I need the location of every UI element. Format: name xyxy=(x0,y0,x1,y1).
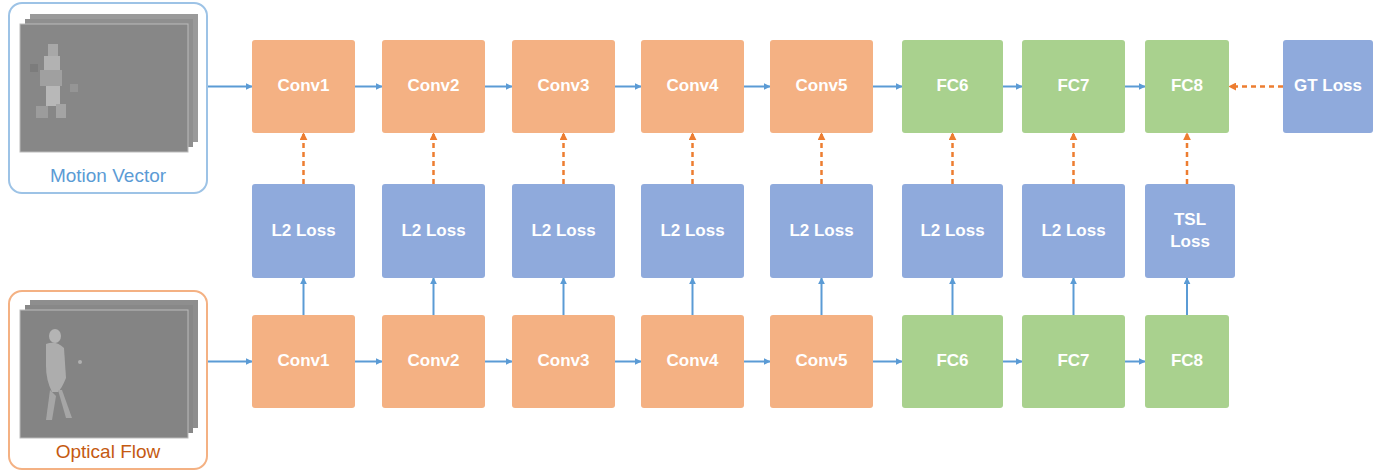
flow-arrow xyxy=(485,86,512,88)
node-label: FC6 xyxy=(926,71,978,101)
conv-layer-box: Conv5 xyxy=(770,40,873,133)
flow-arrow xyxy=(744,86,770,88)
flow-arrow xyxy=(615,86,641,88)
node-label: Optical Flow xyxy=(50,441,167,468)
loss-arrow xyxy=(562,133,565,184)
fc-layer-box: FC7 xyxy=(1022,40,1125,133)
conv-layer-box: Conv5 xyxy=(770,315,873,408)
conv-layer-box: Conv4 xyxy=(641,40,744,133)
node-label: L2 Loss xyxy=(521,216,605,246)
optical-flow-frames xyxy=(20,300,198,438)
node-label: Conv4 xyxy=(657,346,729,376)
node-label: L2 Loss xyxy=(1031,216,1115,246)
loss-arrow xyxy=(302,133,305,184)
loss-box: L2 Loss xyxy=(252,184,355,278)
conv-layer-box: Conv1 xyxy=(252,315,355,408)
fc-layer-box: FC8 xyxy=(1145,315,1229,408)
node-label: Conv2 xyxy=(398,346,470,376)
node-label: Conv1 xyxy=(268,346,340,376)
conv-layer-box: Conv2 xyxy=(382,315,485,408)
node-label: Motion Vector xyxy=(44,165,172,192)
conv-layer-box: Conv2 xyxy=(382,40,485,133)
input-panel: Motion Vector xyxy=(8,2,208,194)
loss-arrow xyxy=(1229,85,1283,88)
loss-box: L2 Loss xyxy=(641,184,744,278)
loss-arrow xyxy=(951,133,954,184)
node-label: L2 Loss xyxy=(910,216,994,246)
flow-arrow xyxy=(208,86,252,88)
flow-arrow xyxy=(873,86,902,88)
flow-arrow xyxy=(952,278,954,315)
loss-arrow xyxy=(691,133,694,184)
flow-arrow xyxy=(615,361,641,363)
flow-arrow xyxy=(433,278,435,315)
flow-arrow xyxy=(1073,278,1075,315)
motion-vector-frames xyxy=(20,14,198,152)
node-label: Conv3 xyxy=(528,346,600,376)
flow-arrow xyxy=(692,278,694,315)
conv-layer-box: Conv1 xyxy=(252,40,355,133)
loss-box: L2 Loss xyxy=(1022,184,1125,278)
flow-arrow xyxy=(1186,278,1188,315)
node-label: Conv5 xyxy=(786,346,858,376)
loss-arrow xyxy=(432,133,435,184)
flow-arrow xyxy=(355,361,382,363)
flow-arrow xyxy=(821,278,823,315)
flow-arrow xyxy=(1125,86,1145,88)
loss-box: L2 Loss xyxy=(902,184,1003,278)
fc-layer-box: FC6 xyxy=(902,40,1003,133)
conv-layer-box: Conv3 xyxy=(512,40,615,133)
flow-arrow xyxy=(355,86,382,88)
fc-layer-box: FC8 xyxy=(1145,40,1229,133)
loss-box: L2 Loss xyxy=(770,184,873,278)
node-label: L2 Loss xyxy=(650,216,734,246)
node-label: FC8 xyxy=(1161,346,1213,376)
conv-layer-box: Conv3 xyxy=(512,315,615,408)
node-label: L2 Loss xyxy=(779,216,863,246)
node-label: Conv2 xyxy=(398,71,470,101)
loss-box: TSL Loss xyxy=(1145,184,1235,278)
node-label: Conv4 xyxy=(657,71,729,101)
flow-arrow xyxy=(485,361,512,363)
node-label: TSL Loss xyxy=(1145,205,1235,257)
flow-arrow xyxy=(1003,86,1022,88)
node-label: FC6 xyxy=(926,346,978,376)
node-label: FC8 xyxy=(1161,71,1213,101)
node-label: Conv1 xyxy=(268,71,340,101)
fc-layer-box: FC6 xyxy=(902,315,1003,408)
flow-arrow xyxy=(873,361,902,363)
conv-layer-box: Conv4 xyxy=(641,315,744,408)
loss-arrow xyxy=(1186,133,1189,184)
input-panel: Optical Flow xyxy=(8,290,208,470)
flow-arrow xyxy=(1125,361,1145,363)
flow-arrow xyxy=(563,278,565,315)
node-label: L2 Loss xyxy=(261,216,345,246)
loss-arrow xyxy=(820,133,823,184)
node-label: GT Loss xyxy=(1284,71,1372,101)
loss-arrow xyxy=(1072,133,1075,184)
flow-arrow xyxy=(744,361,770,363)
flow-arrow xyxy=(303,278,305,315)
node-label: FC7 xyxy=(1047,71,1099,101)
node-label: L2 Loss xyxy=(391,216,475,246)
loss-box: L2 Loss xyxy=(382,184,485,278)
node-label: Conv5 xyxy=(786,71,858,101)
flow-arrow xyxy=(208,361,252,363)
node-label: Conv3 xyxy=(528,71,600,101)
loss-box: L2 Loss xyxy=(512,184,615,278)
loss-box: GT Loss xyxy=(1283,40,1373,133)
flow-arrow xyxy=(1003,361,1022,363)
fc-layer-box: FC7 xyxy=(1022,315,1125,408)
node-label: FC7 xyxy=(1047,346,1099,376)
